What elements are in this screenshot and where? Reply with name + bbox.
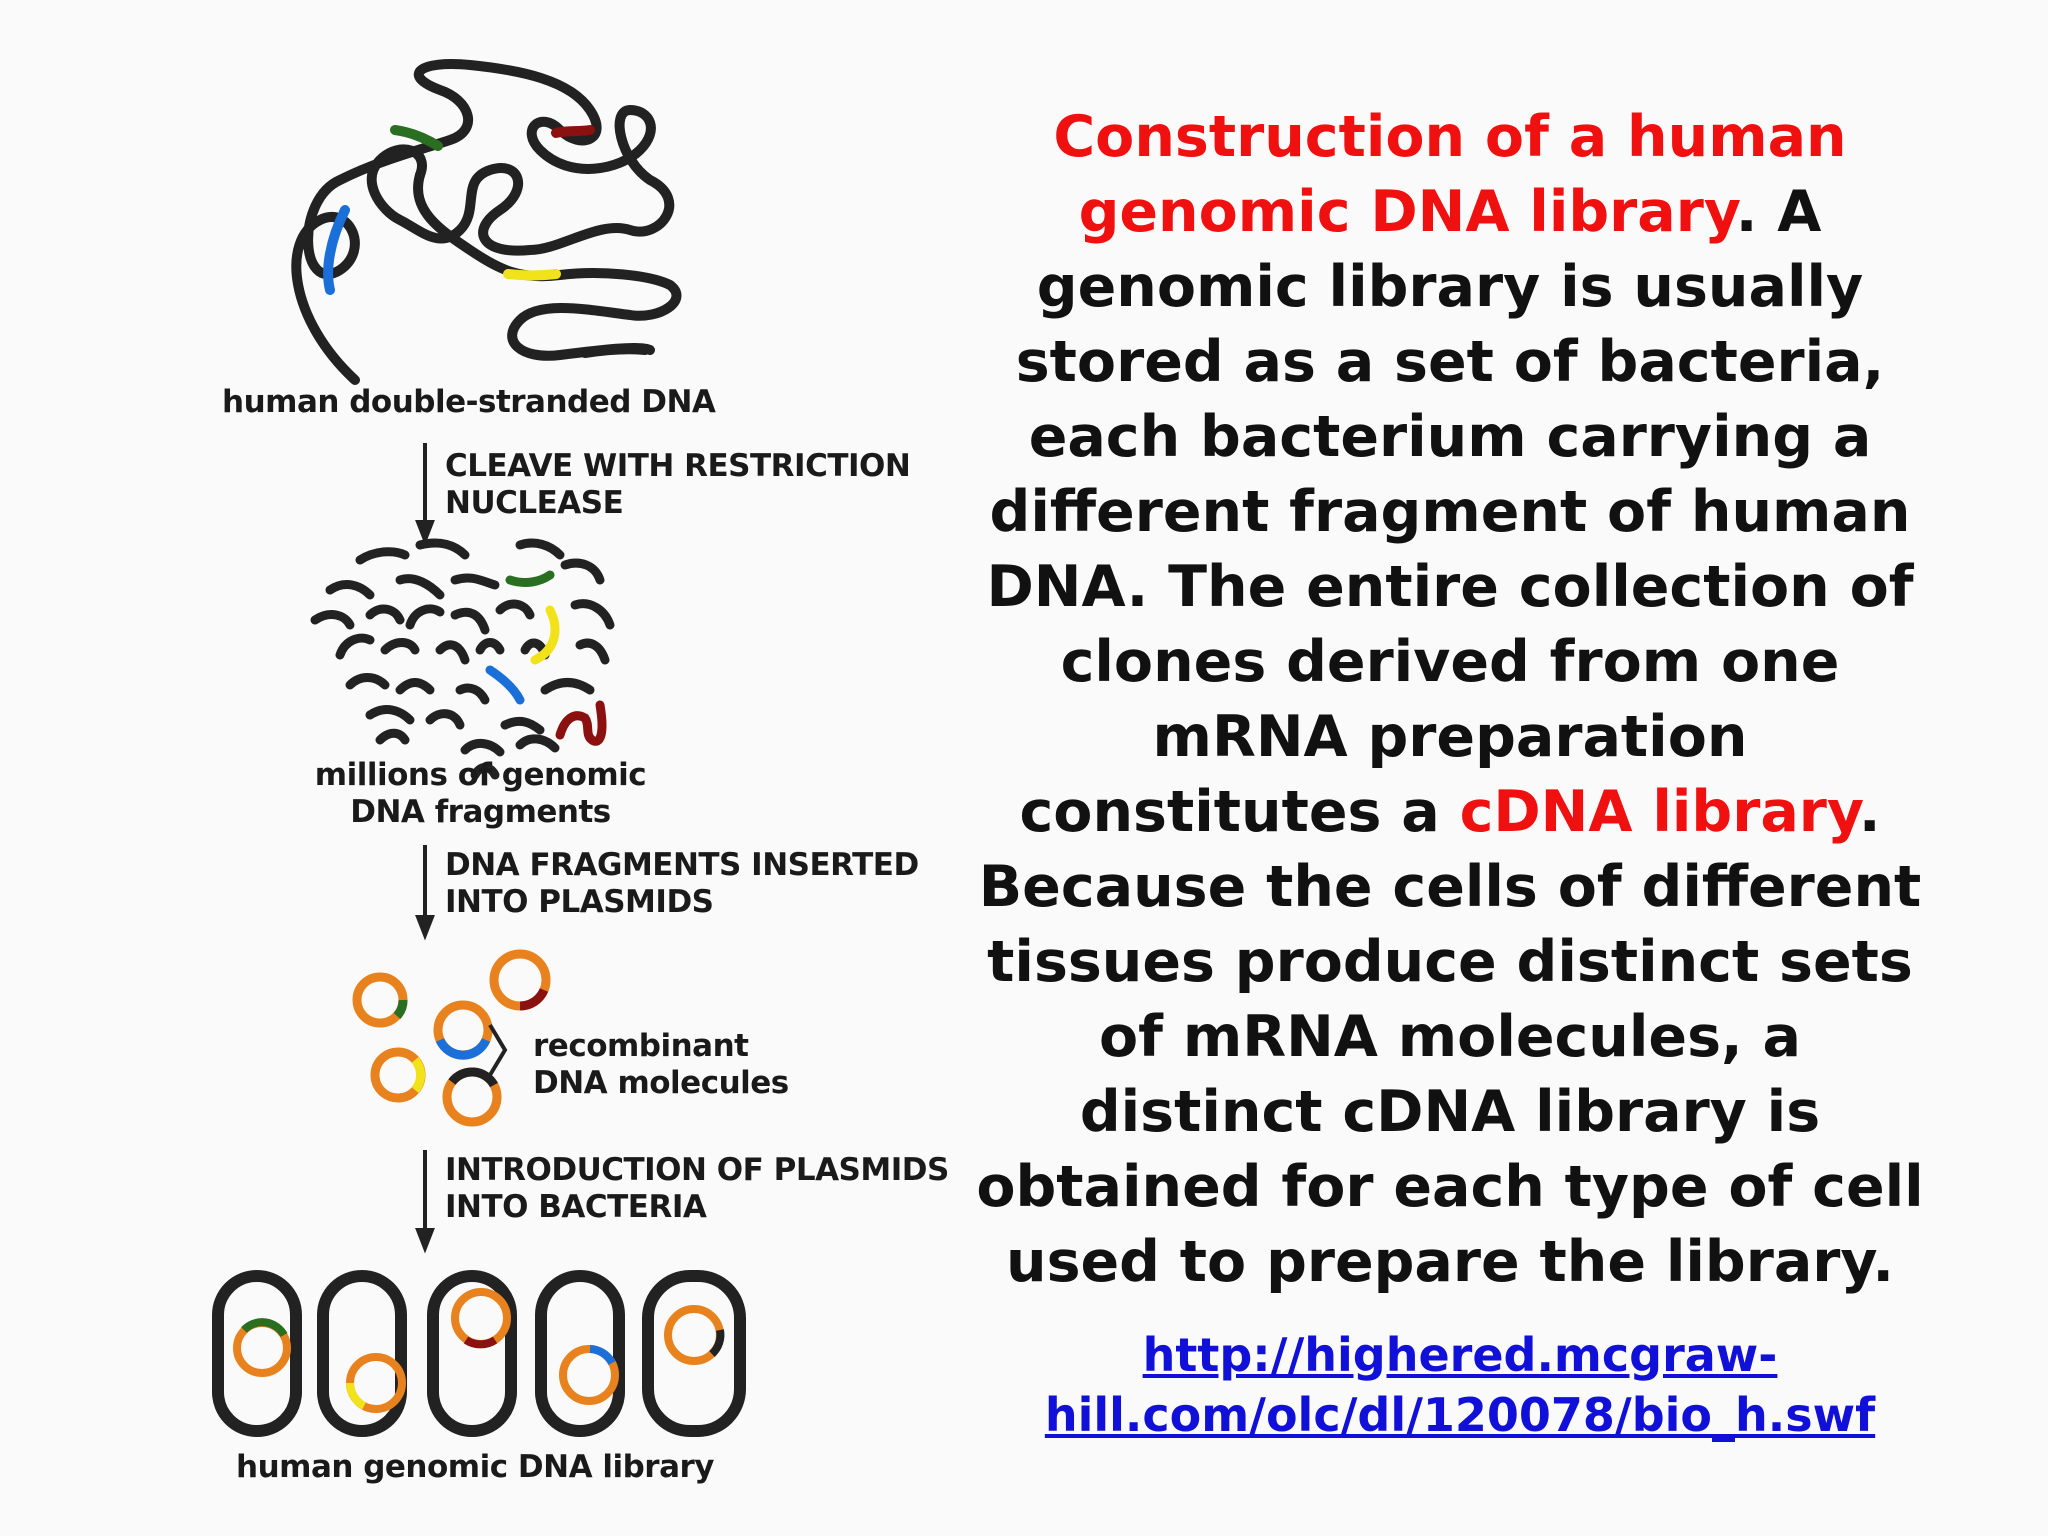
step-cleave-line1: CLEAVE WITH RESTRICTION (445, 448, 911, 484)
step-introduce: INTRODUCTION OF PLASMIDS INTO BACTERIA (445, 1152, 949, 1226)
label-genomic-library: human genomic DNA library (236, 1449, 715, 1485)
plasmids (352, 949, 551, 1127)
step-cleave-line2: NUCLEASE (445, 485, 624, 521)
body-part3: . Because the cells of different tissues… (976, 779, 1924, 1295)
label-human-dna: human double-stranded DNA (222, 384, 716, 420)
label-recombinant: recombinant DNA molecules (533, 1028, 789, 1102)
label-fragments-line2: DNA fragments (350, 794, 611, 830)
step-insert-line2: INTO PLASMIDS (445, 884, 714, 920)
body-part1: . A genomic library is usually stored as… (986, 179, 1914, 770)
label-fragments: millions of genomic DNA fragments (308, 757, 653, 831)
title-text: Construction of a human genomic DNA libr… (1053, 104, 1847, 245)
colored-fragments (485, 570, 607, 746)
step-introduce-line2: INTO BACTERIA (445, 1189, 707, 1225)
arrow-step1 (415, 443, 435, 546)
label-fragments-line1: millions of genomic (314, 757, 647, 793)
step-insert-line1: DNA FRAGMENTS INSERTED (445, 847, 919, 883)
description-text: Construction of a human genomic DNA libr… (975, 100, 1925, 1300)
label-recombinant-line2: DNA molecules (533, 1065, 789, 1101)
body-part2: constitutes a (1019, 779, 1460, 845)
source-link[interactable]: http://highered.mcgraw- hill.com/olc/dl/… (1000, 1325, 1920, 1445)
step-insert: DNA FRAGMENTS INSERTED INTO PLASMIDS (445, 847, 919, 921)
step-cleave: CLEAVE WITH RESTRICTION NUCLEASE (445, 448, 911, 522)
dna-fragments (310, 538, 615, 780)
long-dna-strand (291, 59, 682, 385)
source-link-line1[interactable]: http://highered.mcgraw- (1142, 1328, 1778, 1382)
diagram-graphics (212, 59, 746, 1437)
bacteria (212, 1270, 746, 1437)
arrow-step2 (415, 845, 435, 941)
step-introduce-line1: INTRODUCTION OF PLASMIDS (445, 1152, 949, 1188)
cdna-library-term: cDNA library (1459, 779, 1859, 845)
arrow-step3 (415, 1150, 435, 1254)
dna-library-diagram: human double-stranded DNA CLEAVE WITH RE… (0, 0, 1000, 1536)
label-recombinant-line1: recombinant (533, 1028, 749, 1064)
source-link-line2[interactable]: hill.com/olc/dl/120078/bio_h.swf (1044, 1388, 1876, 1442)
